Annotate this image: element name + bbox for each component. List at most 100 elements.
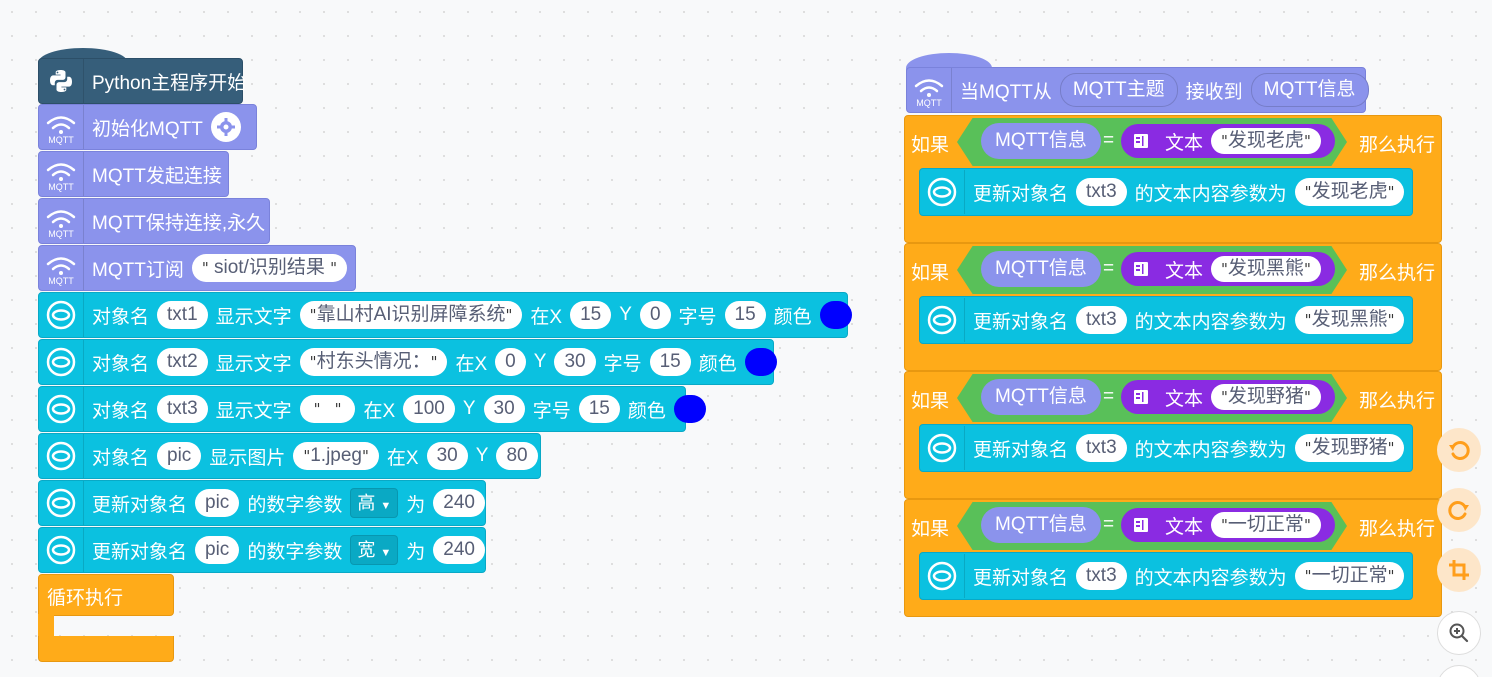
display-image-block[interactable]: 对象名 pic 显示图片 "1.jpeg" 在X 30 Y 80 — [38, 433, 541, 479]
obj-name-input[interactable]: txt2 — [157, 348, 208, 376]
svg-text:MQTT: MQTT — [48, 229, 74, 239]
gear-icon[interactable] — [210, 112, 241, 142]
color-picker[interactable] — [744, 348, 777, 376]
text-input[interactable]: "村东头情况：" — [299, 348, 448, 376]
text-reporter[interactable]: 文本 "发现野猪" — [1121, 380, 1335, 414]
zoom-in-icon[interactable] — [1437, 611, 1481, 655]
unihiker-icon — [920, 170, 965, 214]
if-block[interactable]: 如果 MQTT信息 = 文本 "发现老虎" 那么执行 更新对象名 txt3 的文… — [904, 115, 1442, 243]
if-block[interactable]: 如果 MQTT信息 = 文本 "发现黑熊" 那么执行 更新对象名 txt3 的文… — [904, 243, 1442, 371]
update-number-param-block[interactable]: 更新对象名 pic 的数字参数 高 ▼ 为 240 — [38, 480, 486, 526]
value-text-input[interactable]: "发现黑熊" — [1294, 306, 1405, 334]
color-picker[interactable] — [819, 301, 852, 329]
display-text-block[interactable]: 对象名 txt3 显示文字 " " 在X 100 Y 30 字号 15 颜色 — [38, 386, 706, 432]
mqtt-message-variable[interactable]: MQTT信息 — [981, 507, 1101, 543]
obj-name-input[interactable]: txt3 — [1076, 562, 1127, 590]
wifi-mqtt-icon: MQTT — [39, 152, 84, 196]
obj-name-input[interactable]: pic — [195, 536, 240, 564]
y-input[interactable]: 30 — [483, 395, 525, 423]
match-text-input[interactable]: "一切正常" — [1211, 512, 1321, 538]
obj-name-input[interactable]: pic — [157, 442, 202, 470]
obj-name-label: 对象名 — [92, 353, 150, 375]
equals-label: = — [1103, 130, 1115, 151]
update-text-param-block[interactable]: 更新对象名 txt3 的文本内容参数为 "发现黑熊" — [919, 296, 1413, 344]
obj-name-input[interactable]: txt3 — [1076, 306, 1127, 334]
y-input[interactable]: 30 — [554, 348, 596, 376]
display-text-block[interactable]: 对象名 txt2 显示文字 "村东头情况：" 在X 0 Y 30 字号 15 颜… — [38, 339, 777, 385]
crop-icon[interactable] — [1437, 548, 1481, 592]
value-input[interactable]: 240 — [433, 489, 485, 517]
obj-name-input[interactable]: txt3 — [1076, 178, 1127, 206]
text-label: 文本 — [1165, 388, 1204, 410]
color-label: 颜色 — [773, 306, 812, 328]
obj-name-input[interactable]: pic — [195, 489, 240, 517]
mqtt-topic-variable[interactable]: MQTT主题 — [1059, 73, 1178, 107]
match-text-input[interactable]: "发现老虎" — [1211, 128, 1321, 154]
font-size-input[interactable]: 15 — [724, 301, 766, 329]
text-param-label: 的文本内容参数为 — [1134, 183, 1287, 205]
obj-name-input[interactable]: txt1 — [157, 301, 208, 329]
equals-label: = — [1103, 514, 1115, 535]
value-text-input[interactable]: "发现老虎" — [1294, 178, 1405, 206]
y-input[interactable]: 80 — [496, 442, 538, 470]
value-text-input[interactable]: "发现野猪" — [1294, 434, 1405, 462]
mqtt-keepalive-block[interactable]: MQTT MQTT保持连接,永久 — [38, 198, 270, 244]
as-label: 为 — [406, 541, 426, 563]
python-main-start-block[interactable]: Python主程序开始 — [38, 58, 246, 104]
font-size-input[interactable]: 15 — [649, 348, 691, 376]
mqtt-subscribe-block[interactable]: MQTT MQTT订阅 " siot/识别结果 " — [38, 245, 356, 291]
x-input[interactable]: 30 — [426, 442, 468, 470]
color-picker[interactable] — [673, 395, 706, 423]
param-dropdown[interactable]: 高 ▼ — [350, 488, 399, 518]
y-input[interactable]: 0 — [639, 301, 671, 329]
x-input[interactable]: 100 — [403, 395, 455, 423]
loop-foot — [38, 636, 174, 662]
match-text-input[interactable]: "发现黑熊" — [1211, 256, 1321, 282]
param-dropdown[interactable]: 宽 ▼ — [350, 535, 399, 565]
subscribe-topic-input[interactable]: " siot/识别结果 " — [191, 254, 348, 282]
svg-text:MQTT: MQTT — [48, 182, 74, 192]
mqtt-message-variable[interactable]: MQTT信息 — [1250, 73, 1369, 107]
num-param-label: 的数字参数 — [247, 494, 343, 516]
obj-name-input[interactable]: txt3 — [157, 395, 208, 423]
font-size-input[interactable]: 15 — [578, 395, 620, 423]
if-block[interactable]: 如果 MQTT信息 = 文本 "一切正常" 那么执行 更新对象名 txt3 的文… — [904, 499, 1442, 617]
text-input[interactable]: " " — [299, 395, 356, 423]
x-label: 在X — [455, 353, 488, 375]
text-reporter[interactable]: 文本 "一切正常" — [1121, 508, 1335, 542]
undo-icon[interactable] — [1437, 428, 1481, 472]
mqtt-message-variable[interactable]: MQTT信息 — [981, 379, 1101, 415]
chevron-down-icon: ▼ — [380, 547, 392, 559]
text-reporter[interactable]: 文本 "发现黑熊" — [1121, 252, 1335, 286]
mqtt-message-variable[interactable]: MQTT信息 — [981, 123, 1101, 159]
if-block[interactable]: 如果 MQTT信息 = 文本 "发现野猪" 那么执行 更新对象名 txt3 的文… — [904, 371, 1442, 499]
init-mqtt-label: 初始化MQTT — [92, 118, 203, 140]
value-input[interactable]: 240 — [433, 536, 485, 564]
redo-icon[interactable] — [1437, 488, 1481, 532]
mqtt-message-variable[interactable]: MQTT信息 — [981, 251, 1101, 287]
match-text-input[interactable]: "发现野猪" — [1211, 384, 1321, 410]
text-input[interactable]: "靠山村AI识别屏障系统" — [299, 301, 523, 329]
text-book-icon — [1131, 515, 1151, 535]
update-text-param-block[interactable]: 更新对象名 txt3 的文本内容参数为 "一切正常" — [919, 552, 1413, 600]
mqtt-connect-label: MQTT发起连接 — [92, 165, 222, 187]
obj-name-input[interactable]: txt3 — [1076, 434, 1127, 462]
zoom-out-icon[interactable] — [1437, 665, 1481, 677]
forever-loop-label: 循环执行 — [47, 588, 124, 609]
text-reporter[interactable]: 文本 "发现老虎" — [1121, 124, 1335, 158]
value-text-input[interactable]: "一切正常" — [1294, 562, 1405, 590]
init-mqtt-block[interactable]: MQTT 初始化MQTT — [38, 104, 257, 150]
svg-text:MQTT: MQTT — [916, 98, 942, 108]
update-text-param-block[interactable]: 更新对象名 txt3 的文本内容参数为 "发现老虎" — [919, 168, 1413, 216]
x-input[interactable]: 0 — [495, 348, 526, 376]
display-text-block[interactable]: 对象名 txt1 显示文字 "靠山村AI识别屏障系统" 在X 15 Y 0 字号… — [38, 292, 852, 338]
x-input[interactable]: 15 — [570, 301, 612, 329]
then-label: 那么执行 — [1359, 391, 1436, 412]
update-number-param-block[interactable]: 更新对象名 pic 的数字参数 宽 ▼ 为 240 — [38, 527, 486, 573]
update-text-param-block[interactable]: 更新对象名 txt3 的文本内容参数为 "发现野猪" — [919, 424, 1413, 472]
mqtt-connect-block[interactable]: MQTT MQTT发起连接 — [38, 151, 229, 197]
image-file-input[interactable]: "1.jpeg" — [293, 442, 379, 470]
forever-loop-block[interactable]: 循环执行 — [38, 574, 174, 616]
mqtt-receive-hat-block[interactable]: MQTT 当MQTT从 MQTT主题 接收到 MQTT信息 — [906, 67, 1369, 113]
unihiker-icon — [39, 434, 84, 478]
